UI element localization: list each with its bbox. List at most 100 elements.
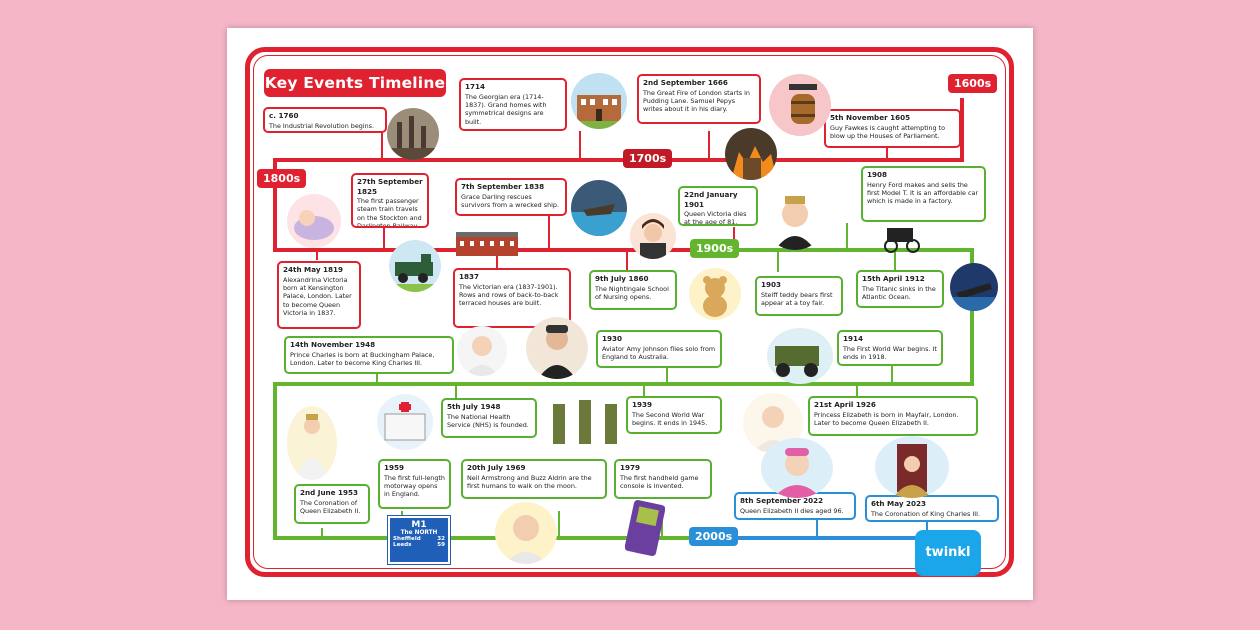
event-card-1838: 7th September 1838 Grace Darling rescues… — [455, 178, 567, 216]
event-text: Steiff teddy bears first appear at a toy… — [761, 290, 833, 307]
event-text: The Nightingale School of Nursing opens. — [595, 284, 669, 301]
era-label-2000s: 2000s — [689, 527, 739, 546]
event-text: The Georgian era (1714-1837). Grand home… — [465, 92, 547, 126]
event-date: 2nd June 1953 — [300, 488, 359, 497]
event-date: 27th September 1825 — [357, 177, 423, 196]
event-date: 14th November 1948 — [290, 340, 376, 349]
event-date: 6th May 2023 — [871, 499, 927, 508]
steam-train-picture — [389, 240, 441, 292]
event-date: 1903 — [761, 280, 782, 289]
event-text: The first handheld game console is inven… — [620, 473, 699, 490]
event-text: Guy Fawkes is caught attempting to blow … — [830, 123, 946, 140]
great-fire-picture — [725, 128, 777, 180]
event-card-1908: 1908 Henry Ford makes and sells the firs… — [861, 166, 986, 222]
event-card-1760: c. 1760 The Industrial Revolution begins… — [263, 107, 387, 133]
event-text: Princess Elizabeth is born in Mayfair, L… — [814, 410, 959, 427]
queen-elizabeth-picture — [761, 438, 833, 498]
sign-dest: Leeds — [393, 542, 412, 548]
event-card-1939: 1939 The Second World War begins. It end… — [626, 396, 722, 434]
event-date: 20th July 1969 — [467, 463, 526, 472]
event-text: The first passenger steam train travels … — [357, 197, 422, 228]
event-card-2022: 8th September 2022 Queen Elizabeth II di… — [734, 492, 856, 520]
event-date: 1930 — [602, 334, 623, 343]
m1-road-sign: M1 The NORTH Sheffield 32 Leeds 59 — [387, 515, 451, 565]
hospital-picture — [377, 394, 433, 450]
era-label-1800s: 1800s — [257, 169, 307, 188]
event-card-1948-nhs: 5th July 1948 The National Health Servic… — [441, 398, 537, 438]
event-text: Henry Ford makes and sells the first Mod… — [867, 180, 979, 206]
event-card-1912: 15th April 1912 The Titanic sinks in the… — [856, 270, 944, 308]
teddy-bear-picture — [689, 268, 741, 320]
factory-chimney-picture — [387, 108, 439, 160]
event-date: 1979 — [620, 463, 641, 472]
event-card-1948-charles: 14th November 1948 Prince Charles is bor… — [284, 336, 454, 374]
event-text: Grace Darling rescues survivors from a w… — [461, 192, 559, 209]
event-card-1605: 5th November 1605 Guy Fawkes is caught a… — [824, 109, 961, 148]
queen-coronation-picture — [287, 406, 337, 480]
sign-dist: 32 — [437, 536, 445, 542]
georgian-house-picture — [571, 73, 627, 129]
sign-road: M1 — [411, 520, 427, 530]
sign-dest: Sheffield — [393, 536, 421, 542]
event-card-1714: 1714 The Georgian era (1714-1837). Grand… — [459, 78, 567, 131]
sign-dist: 59 — [437, 542, 445, 548]
model-t-car-picture — [881, 218, 923, 254]
timeline-sheet: Key Events Timeline 1600s 1700s 1800s 19… — [227, 28, 1033, 600]
queen-victoria-picture — [763, 186, 827, 250]
event-date: 1939 — [632, 400, 653, 409]
amy-johnson-picture — [526, 317, 588, 379]
event-text: The Second World War begins. It ends in … — [632, 410, 708, 427]
terraced-houses-picture — [454, 228, 520, 258]
event-card-1903: 1903 Steiff teddy bears first appear at … — [755, 276, 843, 316]
baby-victoria-picture — [287, 194, 341, 248]
event-card-1926: 21st April 1926 Princess Elizabeth is bo… — [808, 396, 978, 436]
event-text: Prince Charles is born at Buckingham Pal… — [290, 350, 435, 367]
event-text: Alexandrina Victoria born at Kensington … — [283, 275, 352, 318]
event-card-1825: 27th September 1825 The first passenger … — [351, 173, 429, 228]
event-text: The Coronation of Queen Elizabeth II. — [300, 498, 361, 515]
event-text: Neil Armstrong and Buzz Aldrin are the f… — [467, 473, 592, 490]
event-date: 2nd September 1666 — [643, 78, 728, 87]
sign-direction: The NORTH — [400, 530, 438, 536]
event-date: 8th September 2022 — [740, 496, 824, 505]
event-date: 24th May 1819 — [283, 265, 344, 274]
event-text: The Victorian era (1837-1901). Rows and … — [459, 282, 559, 308]
ww2-soldiers-picture — [545, 390, 625, 448]
event-text: The Titanic sinks in the Atlantic Ocean. — [862, 284, 936, 301]
event-card-1953: 2nd June 1953 The Coronation of Queen El… — [294, 484, 370, 524]
baby-charles-picture — [457, 326, 507, 376]
event-date: 7th September 1838 — [461, 182, 545, 191]
era-label-1600s: 1600s — [948, 74, 998, 93]
event-text: The National Health Service (NHS) is fou… — [447, 412, 529, 429]
event-card-2023: 6th May 2023 The Coronation of King Char… — [865, 495, 999, 522]
event-date: 1837 — [459, 272, 480, 281]
event-card-1930: 1930 Aviator Amy Johnson flies solo from… — [596, 330, 722, 368]
event-date: 1959 — [384, 463, 405, 472]
event-date: 22nd January 1901 — [684, 190, 738, 209]
nightingale-picture — [630, 213, 676, 259]
event-date: 1908 — [867, 170, 888, 179]
event-date: 1714 — [465, 82, 486, 91]
event-date: 9th July 1860 — [595, 274, 649, 283]
event-date: c. 1760 — [269, 111, 299, 120]
era-label-1900s: 1900s — [690, 239, 740, 258]
event-date: 15th April 1912 — [862, 274, 925, 283]
event-text: The Coronation of King Charles III. — [871, 509, 981, 518]
event-card-1860: 9th July 1860 The Nightingale School of … — [589, 270, 677, 310]
king-charles-picture — [875, 436, 949, 498]
neil-armstrong-picture — [495, 502, 557, 564]
ww1-truck-picture — [767, 328, 833, 384]
twinkl-logo: twinkl — [915, 530, 981, 576]
event-date: 21st April 1926 — [814, 400, 876, 409]
era-label-1700s: 1700s — [623, 149, 673, 168]
event-text: Queen Victoria dies at the age of 81. — [684, 210, 747, 226]
titanic-picture — [950, 263, 998, 311]
event-date: 1914 — [843, 334, 864, 343]
event-text: The Industrial Revolution begins. — [269, 121, 375, 130]
event-card-1819: 24th May 1819 Alexandrina Victoria born … — [277, 261, 361, 329]
event-text: The Great Fire of London starts in Puddi… — [643, 88, 750, 114]
page-title: Key Events Timeline — [264, 69, 446, 97]
event-card-1666: 2nd September 1666 The Great Fire of Lon… — [637, 74, 761, 124]
event-date: 5th November 1605 — [830, 113, 911, 122]
event-card-1901: 22nd January 1901 Queen Victoria dies at… — [678, 186, 758, 226]
